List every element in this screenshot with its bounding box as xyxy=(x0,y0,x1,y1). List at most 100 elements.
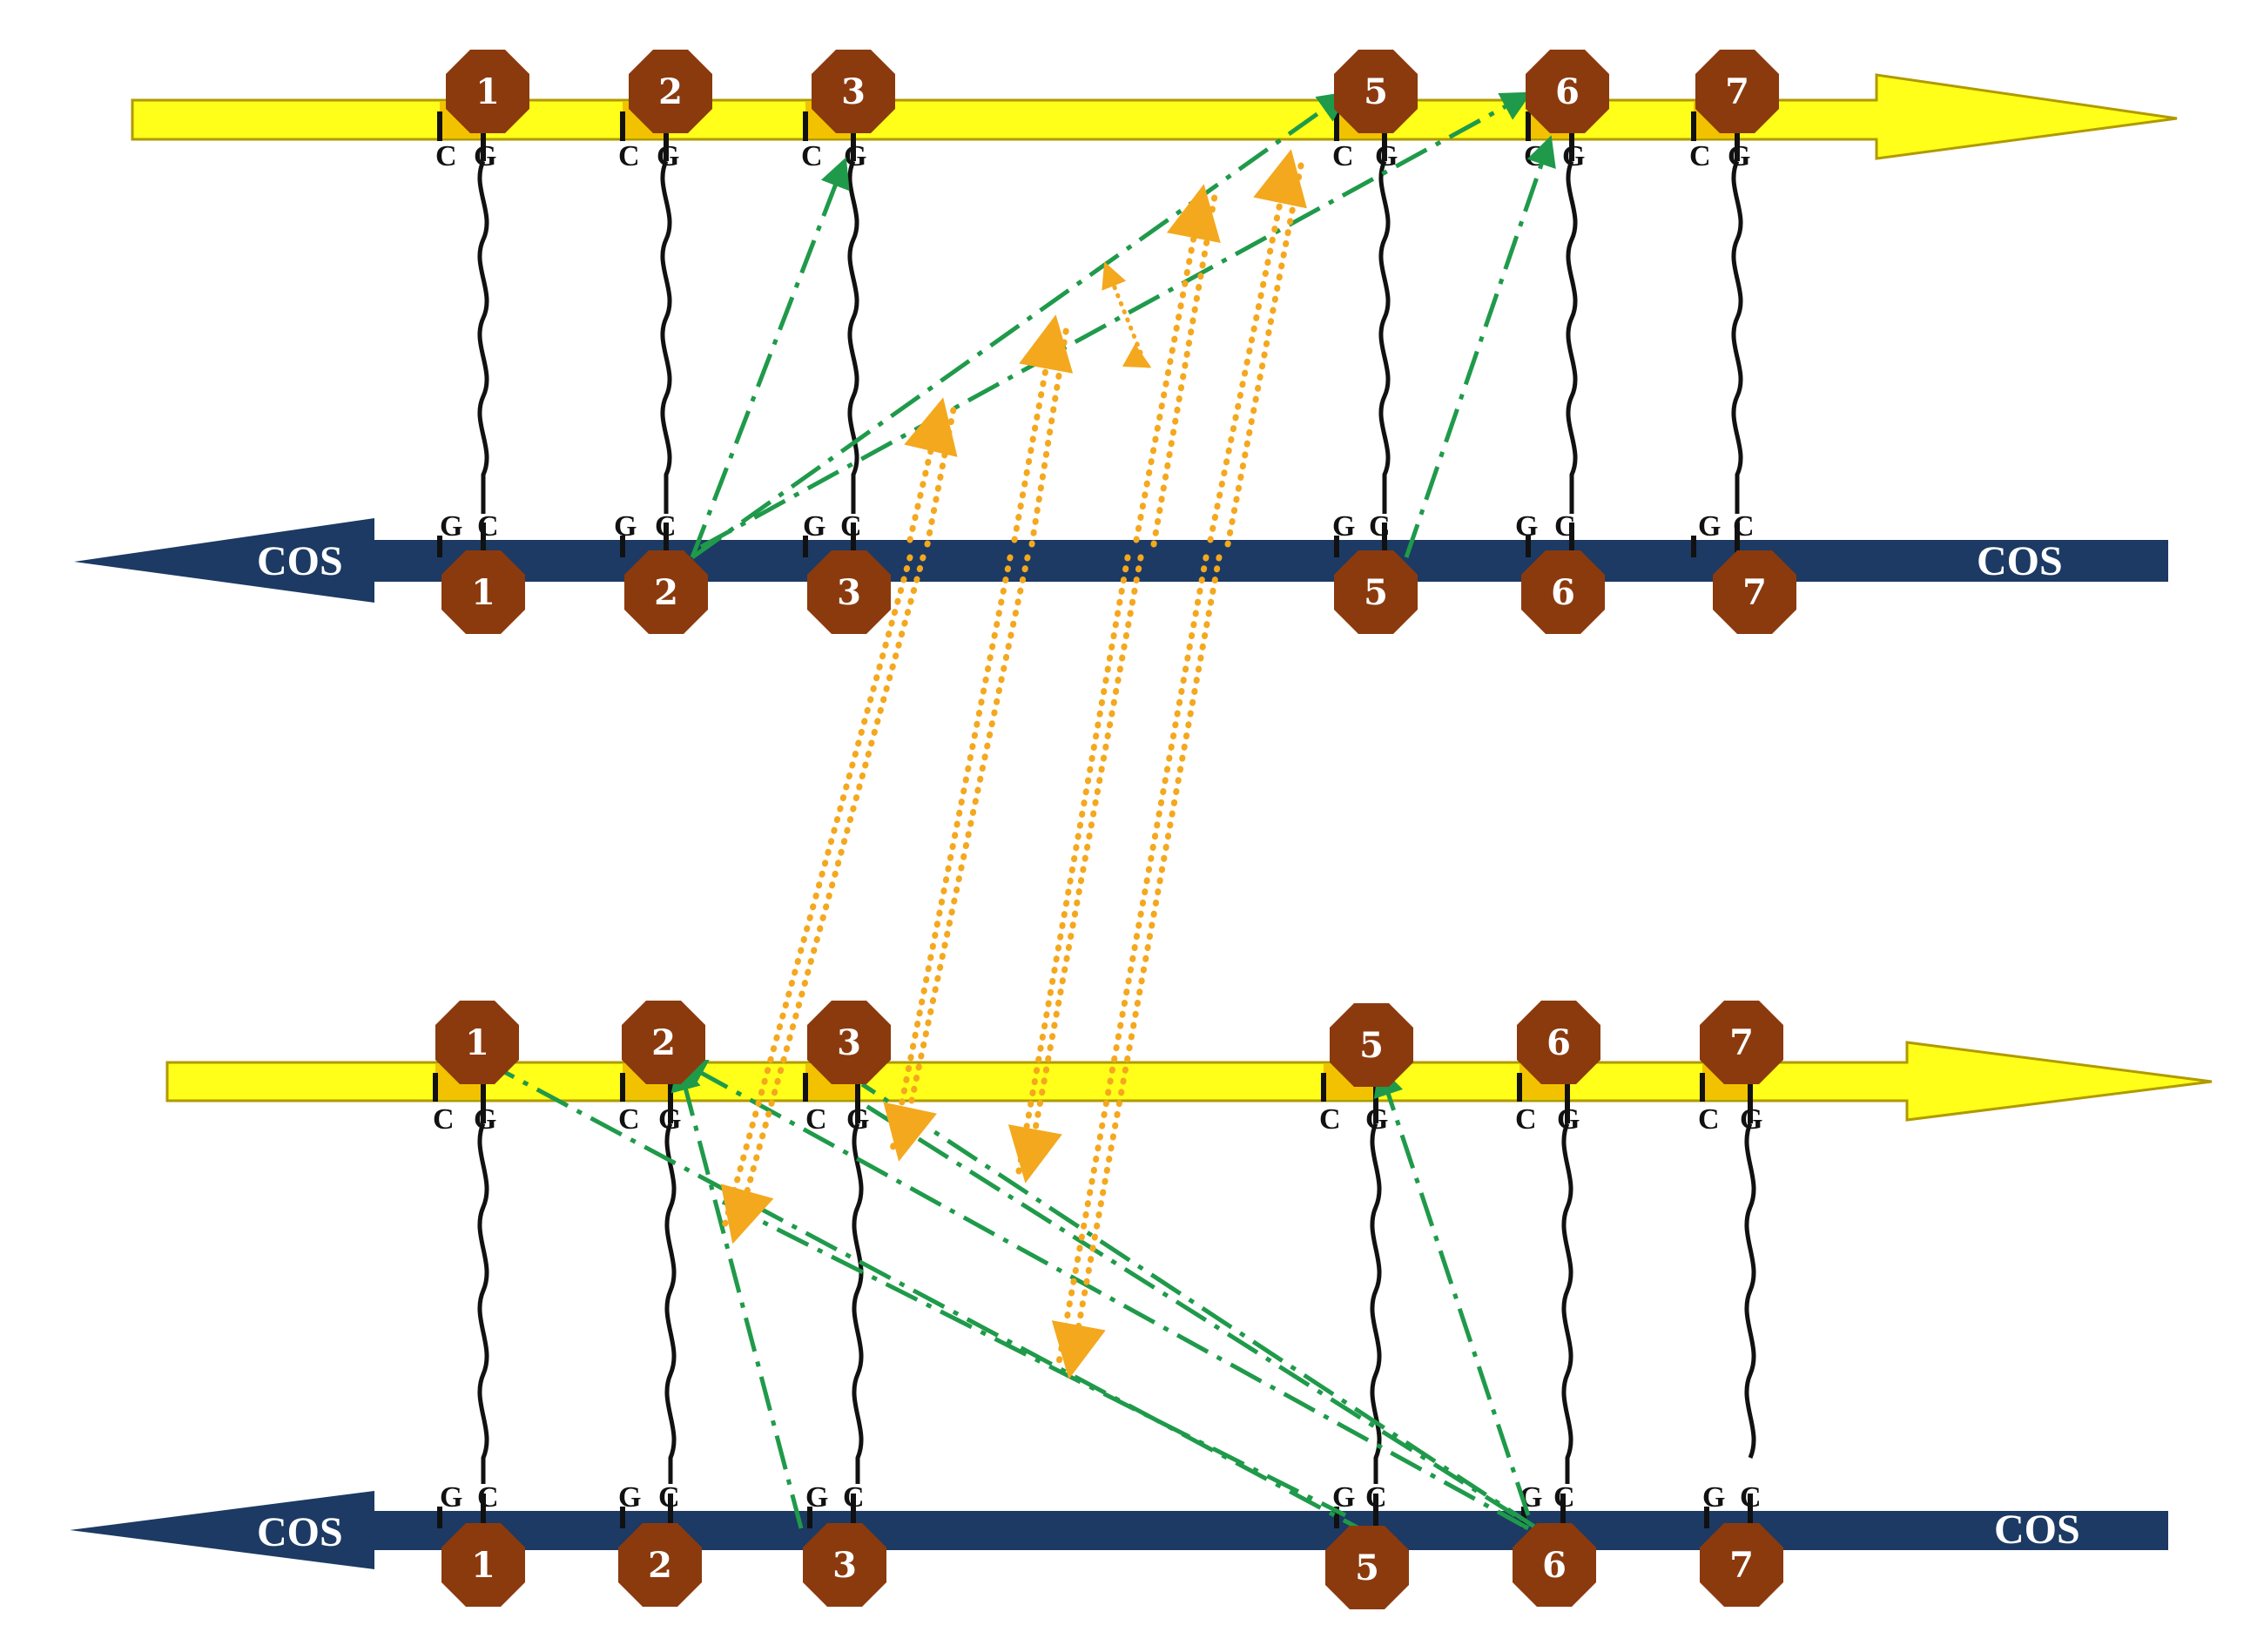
marker-label: 5 xyxy=(1364,71,1388,112)
base-c: C xyxy=(658,1481,680,1514)
helix xyxy=(847,159,859,514)
base-c: C xyxy=(1332,140,1354,172)
base-g: G xyxy=(805,1481,828,1514)
base-g: G xyxy=(1557,1103,1580,1136)
octagon-marker-icon: 7 xyxy=(1713,550,1796,634)
base-c: C xyxy=(1553,1481,1575,1514)
base-c: C xyxy=(1369,510,1391,543)
base-g: G xyxy=(657,140,679,172)
base-c: C xyxy=(618,1103,640,1136)
marker-label: 1 xyxy=(465,1022,489,1063)
base-c: C xyxy=(1689,140,1711,172)
helix xyxy=(1378,159,1391,514)
antisense-strand-arrow xyxy=(74,518,2168,603)
marker-label: 3 xyxy=(841,71,866,112)
base-g: G xyxy=(1515,510,1538,543)
octagon-marker-icon: 5 xyxy=(1325,1526,1409,1609)
green-link xyxy=(699,91,1533,550)
green-link xyxy=(1404,135,1556,558)
octagon-marker-icon: 5 xyxy=(1334,550,1418,634)
cos-label-right: COS xyxy=(1994,1507,2080,1553)
octagon-marker-icon: 3 xyxy=(812,50,895,133)
helix-group xyxy=(477,159,1743,514)
base-g: G xyxy=(1728,140,1750,172)
octagon-marker-icon: 6 xyxy=(1517,1001,1600,1084)
helix xyxy=(1731,159,1743,514)
antisense-strand-arrow xyxy=(70,1491,2168,1569)
green-link xyxy=(691,91,1350,560)
green-link xyxy=(690,157,850,558)
octagon-marker-icon: 5 xyxy=(1330,1003,1413,1087)
marker-row-bottom-upper: 1 2 3 5 6 7 xyxy=(435,1001,1783,1087)
octagon-marker-icon: 2 xyxy=(629,50,712,133)
octagon-marker-icon: 2 xyxy=(622,1001,705,1084)
octagon-marker-icon: 3 xyxy=(803,1523,886,1607)
base-g: G xyxy=(1375,140,1398,172)
base-labels-top: C G C G C G C G C G C G G C G C G C G C … xyxy=(435,140,1755,543)
green-link xyxy=(721,1199,1347,1518)
octagon-marker-icon: 1 xyxy=(435,1001,519,1084)
helix xyxy=(1744,1123,1756,1459)
octagon-marker-icon: 5 xyxy=(1334,50,1418,133)
marker-row-bottom-lower: 1 2 3 5 6 7 xyxy=(441,1523,1783,1609)
base-g: G xyxy=(440,1481,462,1514)
helix xyxy=(664,1123,677,1484)
marker-label: 2 xyxy=(654,572,678,613)
base-c: C xyxy=(1733,510,1755,543)
helix xyxy=(477,159,489,514)
base-g: G xyxy=(1562,140,1585,172)
marker-label: 1 xyxy=(471,1545,495,1586)
base-c: C xyxy=(1365,1481,1387,1514)
marker-label: 2 xyxy=(648,1545,672,1586)
marker-label: 7 xyxy=(1742,572,1767,613)
base-labels-bottom: C G C G C G C G C G C G G C G C G C G C … xyxy=(433,1103,1762,1514)
octagon-marker-icon: 6 xyxy=(1513,1523,1596,1607)
cos-label-left: COS xyxy=(257,1509,343,1555)
base-g: G xyxy=(658,1103,681,1136)
green-link xyxy=(1373,1065,1531,1516)
octagon-marker-icon: 1 xyxy=(441,1523,525,1607)
marker-row-top-lower: 1 2 3 5 6 7 xyxy=(441,550,1796,634)
green-link xyxy=(482,1058,1369,1535)
marker-label: 7 xyxy=(1725,71,1749,112)
octagon-marker-icon: 7 xyxy=(1695,50,1779,133)
base-g: G xyxy=(803,510,825,543)
marker-row-top-upper: 1 2 3 5 6 7 xyxy=(446,50,1779,133)
green-link xyxy=(670,1060,804,1529)
base-g: G xyxy=(1740,1103,1762,1136)
cos-label-right: COS xyxy=(1977,538,2063,584)
green-link xyxy=(860,1082,1539,1531)
panel-top: COS COS C G xyxy=(74,50,2178,634)
marker-label: 6 xyxy=(1551,572,1575,613)
marker-label: 6 xyxy=(1542,1545,1567,1586)
green-link xyxy=(865,1103,1517,1518)
base-g: G xyxy=(1698,510,1721,543)
base-c: C xyxy=(1319,1103,1341,1136)
octagon-marker-icon: 6 xyxy=(1526,50,1609,133)
marker-label: 1 xyxy=(471,572,495,613)
orange-double-arrow xyxy=(1051,149,1307,1379)
marker-label: 5 xyxy=(1355,1547,1379,1588)
base-g: G xyxy=(474,140,496,172)
base-g: G xyxy=(846,1103,869,1136)
base-g: G xyxy=(1702,1481,1725,1514)
orange-short-double-arrow xyxy=(1102,261,1152,368)
marker-label: 3 xyxy=(832,1545,857,1586)
octagon-marker-icon: 1 xyxy=(441,550,525,634)
octagon-marker-icon: 2 xyxy=(624,550,708,634)
base-g: G xyxy=(1365,1103,1388,1136)
base-g: G xyxy=(1332,1481,1355,1514)
panel-bottom: COS COS C G C xyxy=(70,1001,2213,1609)
marker-label: 2 xyxy=(658,71,683,112)
base-c: C xyxy=(843,1481,865,1514)
base-c: C xyxy=(477,1481,499,1514)
green-link xyxy=(675,1058,1530,1531)
base-c: C xyxy=(801,140,823,172)
marker-label: 3 xyxy=(837,572,861,613)
cos-label-left: COS xyxy=(257,538,343,584)
base-g: G xyxy=(1332,510,1355,543)
base-g: G xyxy=(618,1481,641,1514)
helix xyxy=(1561,1123,1573,1484)
orange-links xyxy=(719,149,1307,1379)
